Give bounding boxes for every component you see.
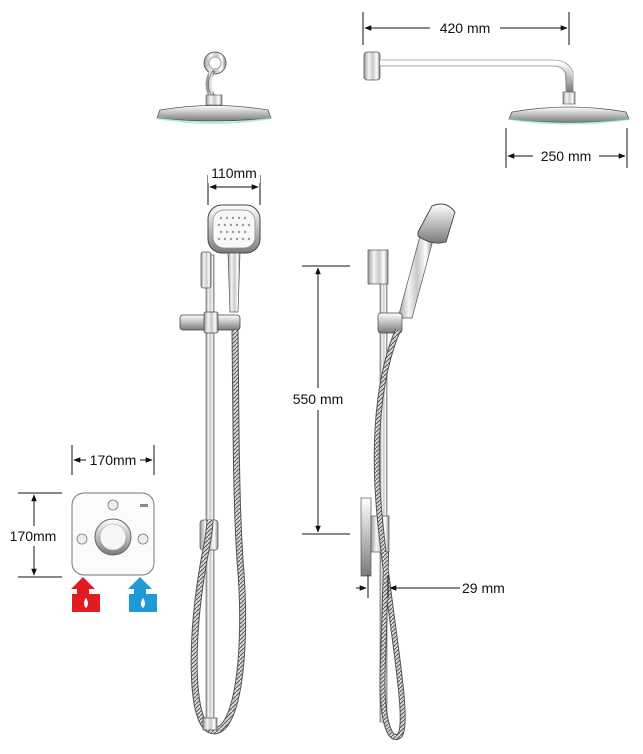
arm-length-label: 420 mm <box>440 20 491 36</box>
dimension-rail-depth: 29 mm <box>356 575 505 598</box>
control-width-label: 170mm <box>90 452 137 468</box>
overhead-shower-front <box>156 51 272 124</box>
spray-nozzles <box>217 216 251 241</box>
overhead-shower-side <box>363 51 630 125</box>
hot-water-arrow-icon <box>71 577 100 612</box>
control-unit <box>71 492 155 576</box>
dimension-head-diameter: 250 mm <box>505 128 628 168</box>
handset-rail-front <box>179 204 261 735</box>
handset-width-label: 110mm <box>211 165 257 181</box>
dimension-rail-height: 550 mm <box>285 265 351 535</box>
control-height-label: 170mm <box>10 528 57 544</box>
brand-mark <box>140 504 148 507</box>
right-button[interactable] <box>137 533 149 545</box>
dimension-control-width: 170mm <box>71 445 155 475</box>
rail-height-label: 550 mm <box>293 391 344 407</box>
rail-depth-label: 29 mm <box>462 580 505 596</box>
cold-water-arrow-icon <box>128 577 157 612</box>
dimension-control-height: 170mm <box>6 492 62 578</box>
left-button[interactable] <box>76 533 88 545</box>
handset-rail-side <box>360 203 456 740</box>
dimension-arm-length: 420 mm <box>362 12 570 45</box>
dimension-handset-width: 110mm <box>207 165 261 205</box>
head-diameter-label: 250 mm <box>541 148 592 164</box>
top-button[interactable] <box>107 499 119 511</box>
